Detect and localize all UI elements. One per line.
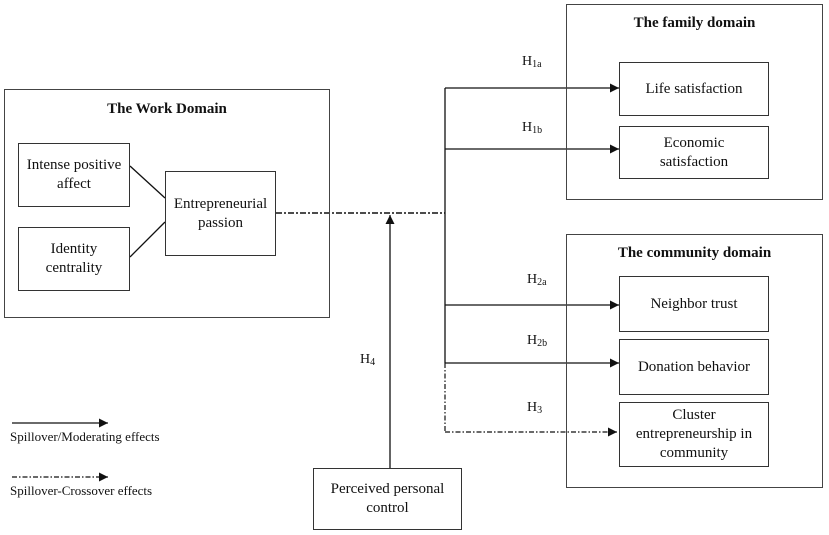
perceived-personal-control-box: Perceived personal control [313, 468, 462, 530]
identity-to-passion-line [129, 221, 166, 258]
legend-solid-label: Spillover/Moderating effects [10, 429, 160, 444]
legend-dashed-label: Spillover-Crossover effects [10, 483, 153, 498]
family-domain-title: The family domain [633, 15, 756, 31]
cluster-entrepreneurship-box: Cluster entrepreneurship in community [619, 402, 769, 467]
community-domain-frame: The community domain [566, 234, 823, 488]
h1a-label: H1a [522, 54, 542, 70]
community-domain-title: The community domain [617, 245, 772, 261]
identity-centrality-box: Identity centrality [18, 227, 130, 291]
donation-behavior-box: Donation behavior [619, 339, 769, 395]
affect-to-passion-line [129, 165, 166, 199]
h3-label: H3 [527, 400, 543, 416]
intense-positive-affect-box: Intense positive affect [18, 143, 130, 207]
work-domain-frame: The Work Domain [4, 89, 330, 318]
family-domain-frame: The family domain [566, 4, 823, 200]
h2a-label: H2a [527, 272, 547, 288]
entrepreneurial-passion-box: Entrepreneurial passion [165, 171, 276, 256]
economic-satisfaction-box: Economic satisfaction [619, 126, 769, 179]
life-satisfaction-box: Life satisfaction [619, 62, 769, 116]
h4-label: H4 [360, 352, 376, 368]
work-domain-title: The Work Domain [107, 101, 227, 117]
neighbor-trust-box: Neighbor trust [619, 276, 769, 332]
h1b-label: H1b [522, 120, 543, 136]
h2b-label: H2b [527, 333, 548, 349]
